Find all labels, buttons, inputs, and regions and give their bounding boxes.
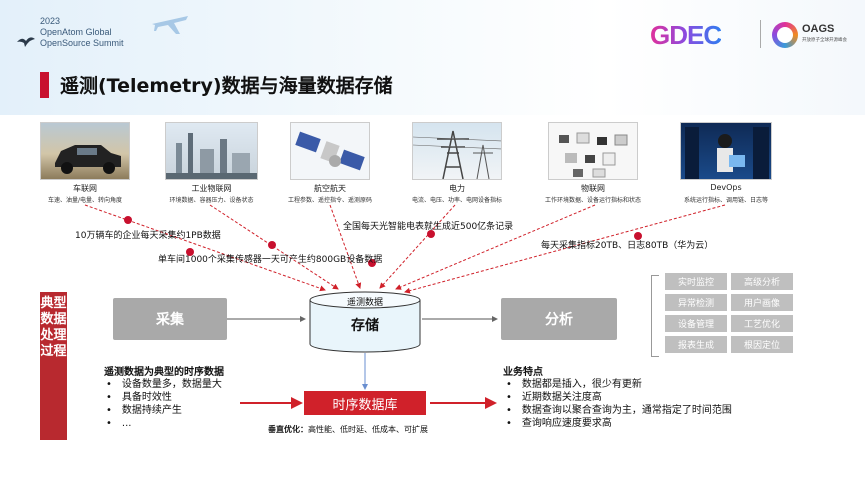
note-workshop: 单车间1000个采集传感器一天可产生约800GB设备数据 xyxy=(158,255,383,265)
feature-bracket xyxy=(651,275,659,357)
feature-anomaly-detection: 异常检测 xyxy=(665,294,727,311)
collect-box: 采集 xyxy=(113,298,227,340)
oags-logo-inner xyxy=(777,27,793,43)
ts-bullet: ... xyxy=(106,417,222,430)
satellite-photo xyxy=(290,122,370,180)
storage-label: 存储 xyxy=(351,318,379,334)
biz-bullet: 近期数据关注度高 xyxy=(506,391,732,404)
biz-bullet: 数据查询以聚合查询为主，通常指定了时间范围 xyxy=(506,404,732,417)
source-sub-aerospace: 工程参数、遥控指令、遥测原码 xyxy=(287,197,372,204)
ts-bullet: 设备数量多，数据量大 xyxy=(106,378,222,391)
source-title-car: 车联网 xyxy=(73,184,97,193)
source-sub-iot: 工作环境数据、设备运行指标和状态 xyxy=(544,197,641,204)
gdec-logo: GDEC xyxy=(650,20,722,50)
ts-bullet: 具备时效性 xyxy=(106,391,222,404)
feature-grid: 实时监控 高级分析 异常检测 用户画像 设备管理 工艺优化 报表生成 根因定位 xyxy=(665,273,793,353)
storage-top-label: 遥测数据 xyxy=(346,298,383,308)
source-sub-car: 车速、油量/电量、转向角度 xyxy=(47,197,123,204)
car-photo xyxy=(40,122,130,180)
ts-bullet: 数据持续产生 xyxy=(106,404,222,417)
feature-device-management: 设备管理 xyxy=(665,315,727,332)
connector-dots xyxy=(124,216,642,267)
ts-data-bullets: 设备数量多，数据量大 具备时效性 数据持续产生 ... xyxy=(106,378,222,430)
source-sub-industrial: 环境数据、容器压力、设备状态 xyxy=(169,197,254,204)
note-vehicles: 10万辆车的企业每天采集约1PB数据 xyxy=(75,231,221,241)
header-background xyxy=(0,0,865,115)
biz-bullet: 查询响应速度要求高 xyxy=(506,417,732,430)
logo-divider xyxy=(760,20,761,48)
server-room-photo xyxy=(680,122,772,180)
biz-bullet: 数据都是插入，很少有更新 xyxy=(506,378,732,391)
feature-root-cause: 根因定位 xyxy=(731,336,793,353)
biz-title: 业务特点 xyxy=(503,367,543,378)
oags-logo-subtitle: 开放原子全球开源峰会 xyxy=(802,38,847,43)
power-tower-photo xyxy=(412,122,502,180)
tsdb-box: 时序数据库 xyxy=(304,391,426,415)
vertical-optimization: 垂直优化：高性能、低时延、低成本、可扩展 xyxy=(268,425,428,434)
feature-report-generation: 报表生成 xyxy=(665,336,727,353)
feature-realtime-monitoring: 实时监控 xyxy=(665,273,727,290)
source-title-iot: 物联网 xyxy=(581,184,605,193)
analyze-box: 分析 xyxy=(501,298,617,340)
airplane-icon xyxy=(152,16,188,34)
feature-process-optimization: 工艺优化 xyxy=(731,315,793,332)
source-sub-devops: 系统运行指标、调用链、日志等 xyxy=(683,197,768,204)
source-title-industrial: 工业物联网 xyxy=(191,184,232,193)
note-huawei-cloud: 每天采集指标20TB、日志80TB（华为云） xyxy=(541,241,714,251)
title-accent-bar xyxy=(40,72,49,98)
oags-logo-text: OAGS xyxy=(802,23,835,35)
feature-user-profile: 用户画像 xyxy=(731,294,793,311)
factory-photo xyxy=(165,122,258,180)
page-title: 遥测(Telemetry)数据与海量数据存储 xyxy=(60,75,393,97)
source-title-aerospace: 航空航天 xyxy=(314,184,346,193)
source-title-power: 电力 xyxy=(449,184,465,193)
bird-icon xyxy=(17,37,35,47)
ts-data-title: 遥测数据为典型的时序数据 xyxy=(104,367,224,378)
process-side-label: 典型数据处理过程 xyxy=(40,292,67,440)
feature-advanced-analytics: 高级分析 xyxy=(731,273,793,290)
event-name: 2023 OpenAtom Global OpenSource Summit xyxy=(40,16,124,48)
iot-devices-photo xyxy=(548,122,638,180)
note-power-meters: 全国每天光智能电表就生成近500亿条记录 xyxy=(343,222,514,232)
biz-bullets: 数据都是插入，很少有更新 近期数据关注度高 数据查询以聚合查询为主，通常指定了时… xyxy=(506,378,732,430)
source-sub-power: 电流、电压、功率、电网设备指标 xyxy=(411,197,502,204)
source-title-devops: DevOps xyxy=(710,183,742,192)
